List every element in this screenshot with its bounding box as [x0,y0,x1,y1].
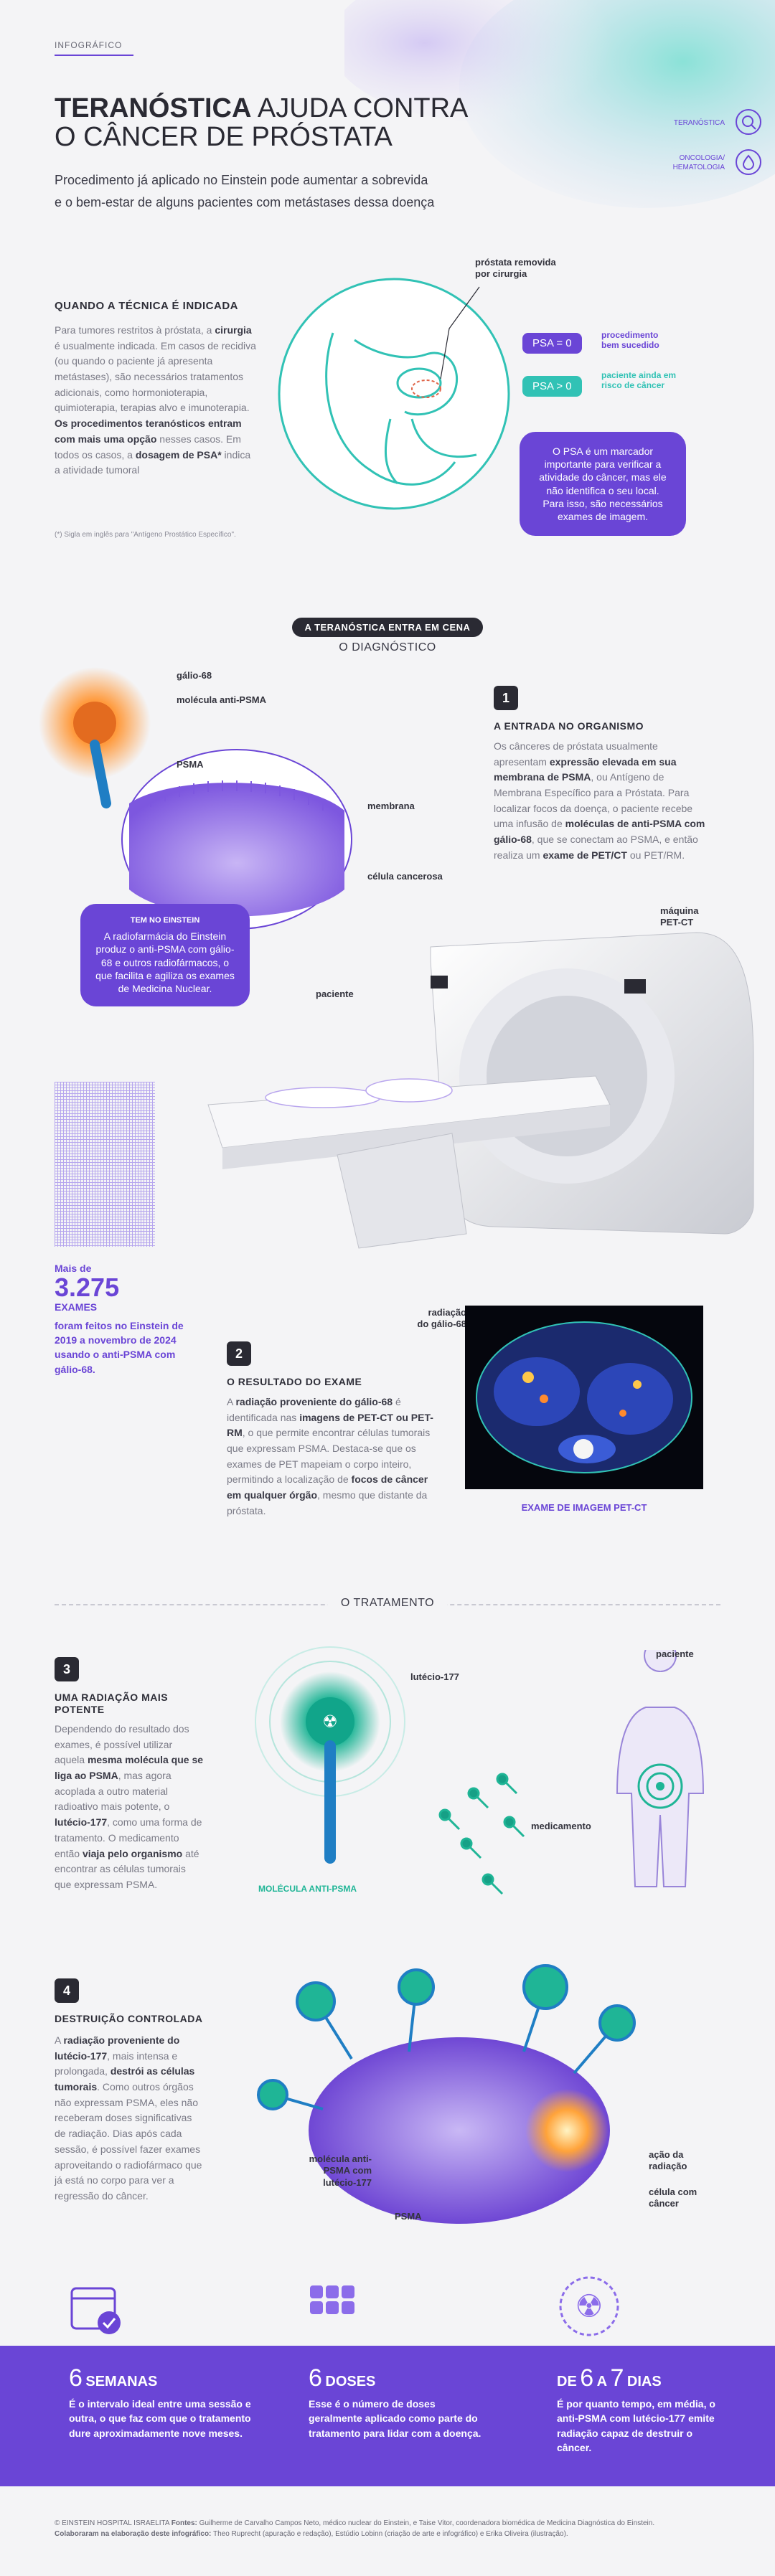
doses-grid-icon [310,2285,354,2314]
side-tag-oncologia[interactable]: ONCOLOGIA/ HEMATOLOGIA [672,154,725,171]
step2-badge: 2 [227,1341,251,1366]
prostate-callout: próstata removida por cirurgia [475,257,556,280]
step1-text: Os cânceres de próstata usualmente apres… [494,740,705,861]
exams-stat: Mais de 3.275 EXAMES foram feitos no Ein… [55,1263,184,1375]
page-subtitle: Procedimento já aplicado no Einstein pod… [55,173,435,209]
facts-band [0,2346,775,2486]
mol-lutecio-label: molécula anti-PSMA com lutécio-177 [309,2153,372,2188]
scene-pill: A TERANÓSTICA ENTRA EM CENA [291,618,484,637]
anti-psma-molecule-label: MOLÉCULA ANTI-PSMA [258,1884,357,1894]
credits: © EINSTEIN HOSPITAL ISRAELITA Fontes: Gu… [55,2519,655,2538]
callout-line [440,286,480,379]
molecule-illustration [39,667,352,930]
step4-heading: DESTRUIÇÃO CONTROLADA [55,2013,203,2024]
psma-label-2: PSMA [395,2211,422,2222]
side-tag-teranostica[interactable]: TERANÓSTICA [673,119,725,127]
svg-text:☢: ☢ [575,2288,603,2325]
step1-heading: A ENTRADA NO ORGANISMO [494,720,644,732]
radiation-label: radiação do gálio-68 [417,1307,466,1330]
lutecio-label: lutécio-177 [410,1671,459,1682]
search-icon[interactable] [736,109,761,135]
pet-ct-scan-image [465,1306,703,1489]
celula-cancer-label: célula com câncer [649,2186,698,2209]
psa-zero-badge: PSA = 0 [522,333,582,354]
step2-heading: O RESULTADO DO EXAME [227,1376,362,1387]
svg-text:☢: ☢ [322,1712,338,1732]
celula-label: célula cancerosa [367,871,443,882]
intro-heading: QUANDO A TÉCNICA É INDICADA [55,300,238,312]
lutetium-molecule-illustration: ☢ [255,1646,405,1864]
einstein-bubble: TEM NO EINSTEIN A radiofarmácia do Einst… [80,904,250,1007]
intro-footnote: (*) Sigla em inglês para "Antígeno Prost… [55,531,236,539]
membrana-label: membrana [367,801,415,811]
scan-caption: EXAME DE IMAGEM PET-CT [521,1502,647,1513]
step3-badge: 3 [55,1657,79,1681]
step2-text: A radiação proveniente do gálio-68 é ide… [227,1396,433,1516]
intro-paragraph: Para tumores restritos à próstata, a cir… [55,324,256,476]
diag-heading: O DIAGNÓSTICO [339,641,436,654]
treatment-heading-row: O TRATAMENTO [0,1597,775,1610]
medicamento-label: medicamento [531,1821,591,1831]
patient-body-illustration [438,1650,705,1895]
header-tag: INFOGRÁFICO [55,40,123,50]
cell-destruction-illustration [257,1964,636,2224]
step1-badge: 1 [494,686,518,710]
scene-pill-row: A TERANÓSTICA ENTRA EM CENA [0,618,775,637]
pet-ct-machine [207,932,754,1249]
psa-info-bubble: O PSA é um marcador importante para veri… [520,432,686,537]
patient-label: paciente [316,989,354,999]
step4-badge: 4 [55,1978,79,2003]
psa-zero-label: procedimento bem sucedido [601,330,659,351]
psma-label: PSMA [177,759,204,770]
galio-label: gálio-68 [177,670,212,681]
tag-underline [55,55,133,56]
fact-days: DE 6 A 7 DIAS É por quanto tempo, em méd… [557,2364,715,2453]
psa-positive-badge: PSA > 0 [522,376,582,397]
fact-weeks: 6 SEMANAS É o intervalo ideal entre uma … [69,2364,251,2439]
radiation-icon: ☢ [559,2276,619,2336]
acao-label: ação da radiação [649,2149,687,2172]
page-title: TERANÓSTICA AJUDA CONTRA O CÂNCER DE PRÓ… [55,93,469,152]
exams-grid [55,1082,155,1247]
calendar-check-icon [70,2287,121,2334]
anti-psma-label: molécula anti-PSMA [177,694,266,705]
header-decoration [344,0,775,208]
drop-icon[interactable] [736,149,761,175]
treatment-heading: O TRATAMENTO [327,1597,448,1609]
step3-heading: UMA RADIAÇÃO MAIS POTENTE [55,1692,169,1715]
machine-label: máquina PET-CT [660,905,699,928]
step4-text: A radiação proveniente do lutécio-177, m… [55,2034,202,2202]
paciente-label: paciente [656,1648,694,1659]
prostate-illustration [278,278,510,510]
fact-doses: 6 DOSES Esse é o número de doses geralme… [309,2364,482,2439]
psa-positive-label: paciente ainda em risco de câncer [601,370,677,391]
step3-text: Dependendo do resultado dos exames, é po… [55,1723,204,1890]
